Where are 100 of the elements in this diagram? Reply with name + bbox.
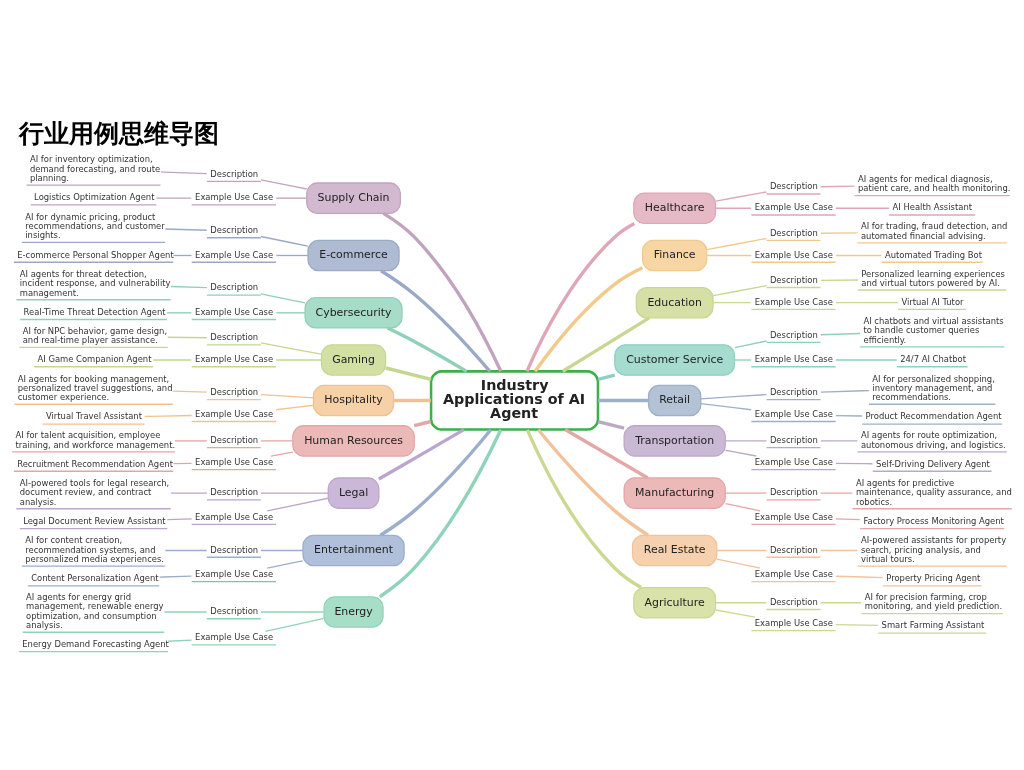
node-text: AI agents for booking management, personalized travel suggestions, and customer experience.: [17, 373, 173, 402]
node-text: Virtual Travel Assistant: [45, 410, 143, 421]
node-text: Example Use Case: [195, 456, 274, 467]
connector: [598, 398, 649, 402]
node-text: Example Use Case: [195, 568, 274, 579]
connector: [164, 227, 208, 231]
connector: [724, 449, 757, 457]
node-text: AI chatbots and virtual assistants to handle customer queries efficiently.: [863, 315, 1004, 345]
node-text: Logistics Optimization Agent: [34, 191, 155, 202]
node-text: Description: [769, 180, 818, 191]
connector: [715, 608, 756, 618]
node-text: AI Game Companion Agent: [37, 353, 152, 364]
connector: [835, 517, 861, 520]
connector: [700, 393, 768, 399]
node-box: Energy: [323, 595, 384, 628]
node-text: Automated Trading Bot: [884, 249, 983, 260]
node-text: Example Use Case: [754, 456, 833, 467]
connector: [820, 439, 859, 442]
node-text: Description: [769, 596, 818, 607]
connector: [170, 492, 208, 494]
connector: [820, 492, 853, 494]
connector: [706, 254, 752, 256]
connector: [835, 575, 884, 578]
connector: [835, 301, 899, 303]
connector: [835, 462, 874, 464]
connector: [379, 428, 493, 537]
connector: [167, 336, 208, 338]
connector: [260, 341, 323, 355]
node-box: Industry Applications of AI Agent: [429, 369, 600, 431]
node-text: 24/7 AI Chatbot: [900, 353, 967, 364]
connector: [260, 292, 306, 304]
node-text: AI Health Assistant: [892, 201, 973, 212]
connector: [820, 278, 859, 281]
node-box: Entertainment: [302, 534, 405, 566]
connector: [172, 462, 193, 464]
node-text: Self-Driving Delivery Agent: [876, 458, 990, 469]
connector: [275, 197, 308, 199]
node-text: Example Use Case: [195, 191, 274, 202]
connector: [835, 358, 898, 361]
connector: [525, 221, 636, 372]
connector: [166, 311, 193, 313]
connector: [835, 623, 879, 626]
node-box: Gaming: [320, 343, 387, 376]
node-text: Description: [769, 544, 818, 555]
connector: [166, 517, 193, 520]
connector: [724, 439, 768, 442]
node-text: Example Use Case: [195, 353, 274, 364]
node-box: Transportation: [623, 424, 726, 457]
node-text: E-commerce Personal Shopper Agent: [17, 249, 174, 260]
connector: [275, 358, 323, 361]
node-box: Agriculture: [633, 586, 717, 619]
connector: [174, 439, 208, 442]
node-text: Description: [210, 281, 259, 292]
connector: [380, 268, 492, 372]
connector: [835, 207, 890, 209]
connector: [260, 393, 315, 399]
node-text: AI for content creation, recommendation systems, and personalized media experiences.: [25, 534, 164, 564]
connector: [275, 404, 315, 410]
connector: [835, 414, 863, 417]
connector: [734, 358, 752, 361]
node-text: AI for inventory optimization, demand forecasting, and route planning.: [29, 153, 161, 183]
connector: [385, 365, 432, 381]
node-box: Retail: [647, 384, 702, 416]
connector: [700, 402, 752, 410]
node-text: Example Use Case: [195, 511, 274, 522]
node-text: Example Use Case: [754, 201, 833, 212]
node-box: E-commerce: [307, 239, 400, 271]
connector: [170, 285, 208, 288]
node-text: AI for NPC behavior, game design, and real-time player assistance.: [22, 325, 168, 345]
node-box: Cybersecurity: [304, 296, 403, 329]
node-text: Energy Demand Forecasting Agent: [22, 638, 169, 649]
connector: [715, 190, 767, 202]
node-text: Description: [210, 486, 259, 497]
node-text: AI for precision farming, crop monitoring, and yield prediction.: [864, 591, 1003, 611]
connector: [393, 398, 431, 402]
connector: [386, 326, 468, 373]
connector: [734, 339, 768, 348]
connector: [158, 575, 193, 578]
connector: [260, 549, 304, 551]
connector: [835, 254, 883, 256]
connector: [537, 428, 650, 537]
node-text: Product Recommendation Agent: [865, 410, 1002, 421]
node-text: Description: [769, 329, 818, 340]
node-box: Legal: [327, 476, 380, 509]
connector: [382, 211, 503, 372]
node-text: Example Use Case: [195, 631, 274, 642]
node-text: Personalized learning experiences and virtual tutors powered by AI.: [861, 268, 1005, 288]
connector: [724, 492, 768, 494]
node-text: Smart Farming Assistant: [881, 619, 985, 630]
node-text: Example Use Case: [754, 511, 833, 522]
node-text: Content Personalization Agent: [31, 572, 159, 583]
node-text: Example Use Case: [754, 296, 833, 307]
connector: [820, 231, 859, 234]
node-text: Description: [769, 486, 818, 497]
node-text: Example Use Case: [754, 617, 833, 628]
connector: [597, 372, 616, 381]
node-text: Description: [769, 274, 818, 285]
connector: [715, 601, 767, 603]
connector: [167, 639, 193, 642]
node-text: Description: [769, 386, 818, 397]
